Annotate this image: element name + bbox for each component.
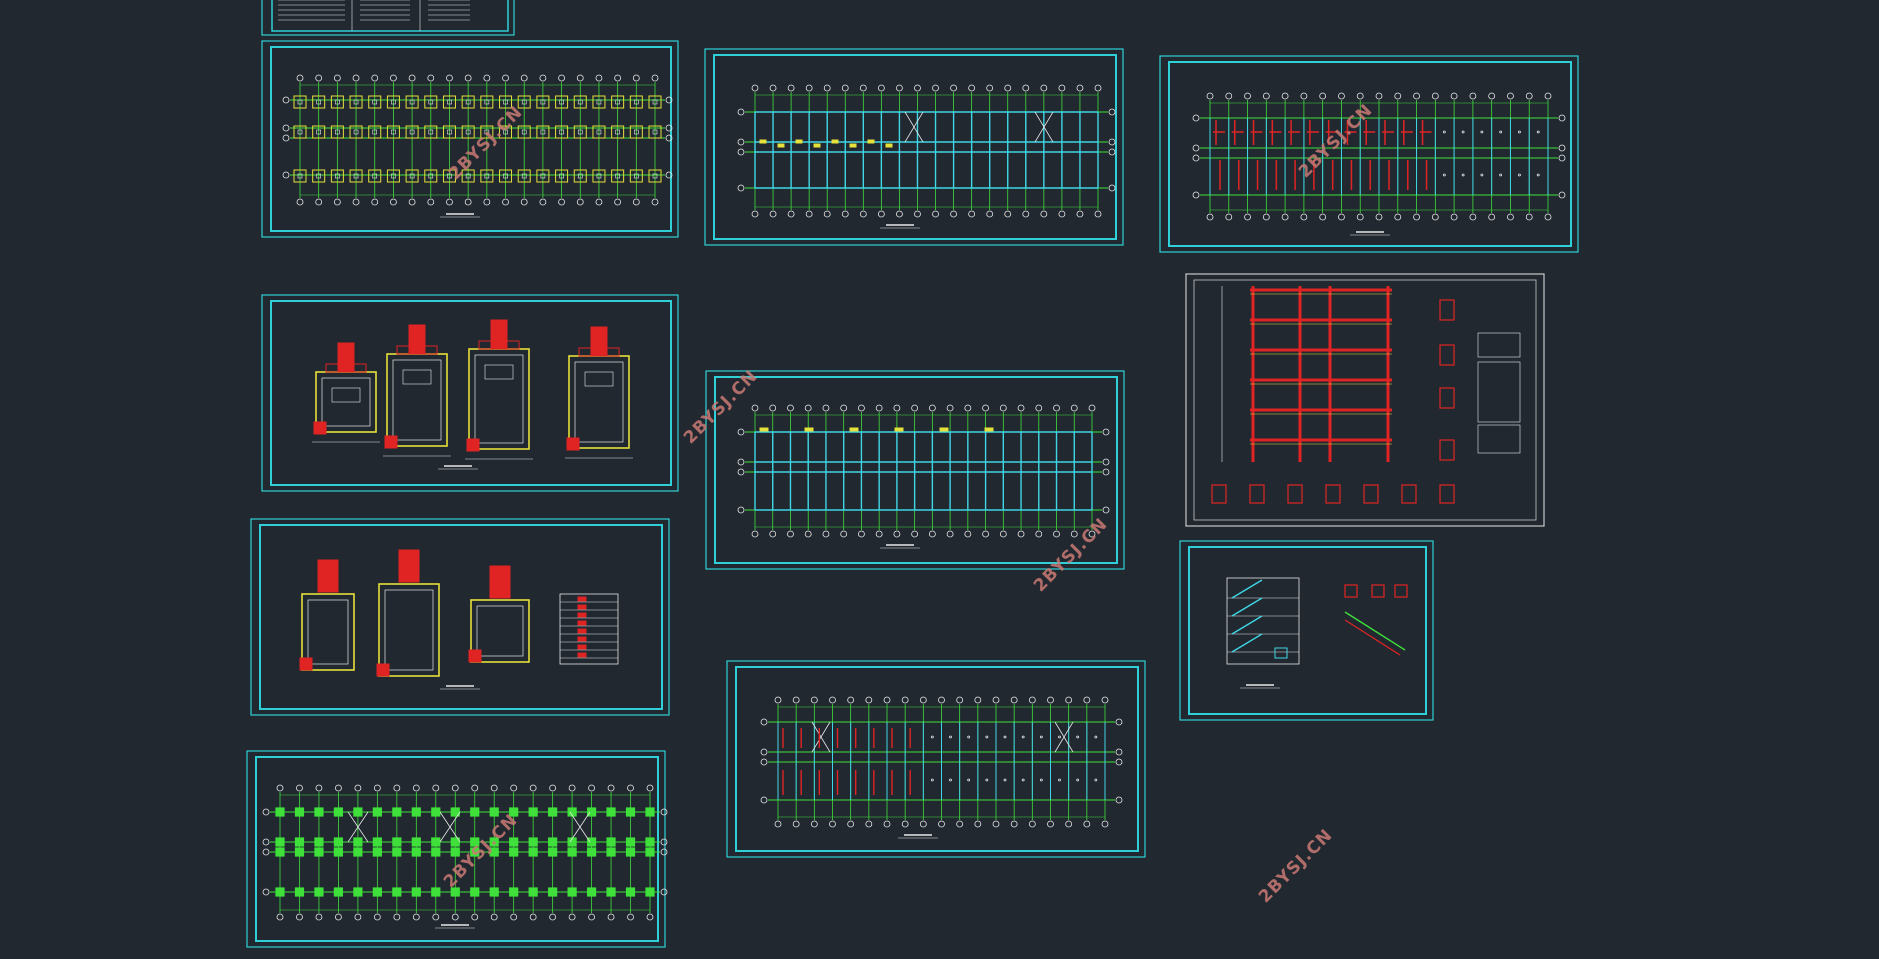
sheet-pile-cap-details-1[interactable] [261, 294, 679, 492]
sheet-slab-reinforcement-plan-1[interactable] [1159, 55, 1579, 253]
sheet-frame-elevation[interactable] [1185, 273, 1545, 527]
sheet-column-layout-plan[interactable] [246, 750, 668, 948]
sheet-stair-details[interactable] [1179, 540, 1434, 721]
sheet-floor-beam-plan-2[interactable] [705, 370, 1125, 570]
sheet-slab-reinforcement-plan-2[interactable] [726, 660, 1146, 858]
sheet-pile-cap-details-2[interactable] [250, 518, 670, 716]
sheet-design-notes[interactable] [261, 0, 515, 36]
sheet-floor-beam-plan-1[interactable] [704, 48, 1124, 246]
sheet-foundation-plan[interactable] [261, 40, 679, 238]
